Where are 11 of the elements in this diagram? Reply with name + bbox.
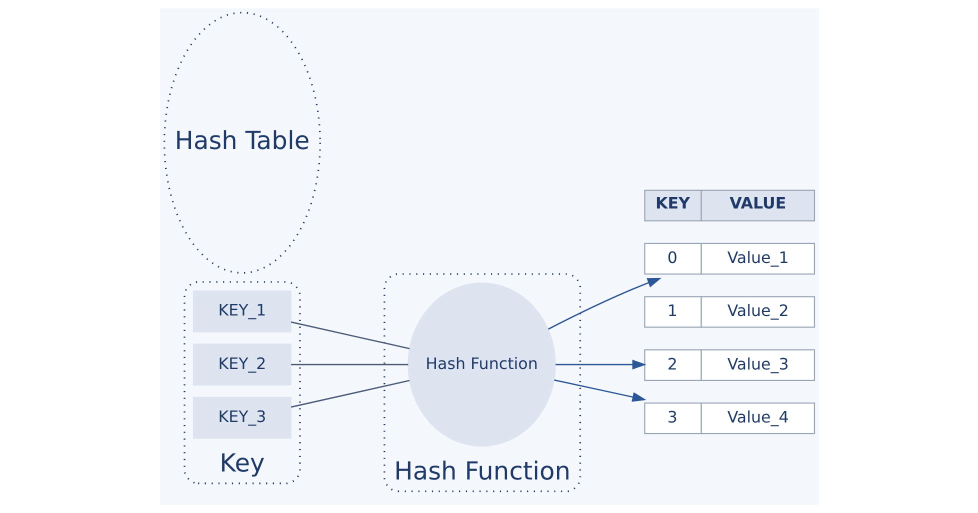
connector bbox=[290, 364, 408, 366]
node-box: KEY_1 bbox=[192, 290, 291, 332]
node-box: KEY_3 bbox=[192, 396, 291, 439]
node-circle: Hash Function bbox=[407, 282, 556, 447]
node-ellipse: Hash Table bbox=[162, 12, 320, 274]
node-box: KEY_2 bbox=[192, 344, 291, 386]
arrow bbox=[555, 360, 646, 370]
connector bbox=[290, 321, 410, 350]
connector bbox=[290, 380, 410, 408]
arrow bbox=[548, 278, 662, 330]
arrow bbox=[554, 379, 646, 402]
